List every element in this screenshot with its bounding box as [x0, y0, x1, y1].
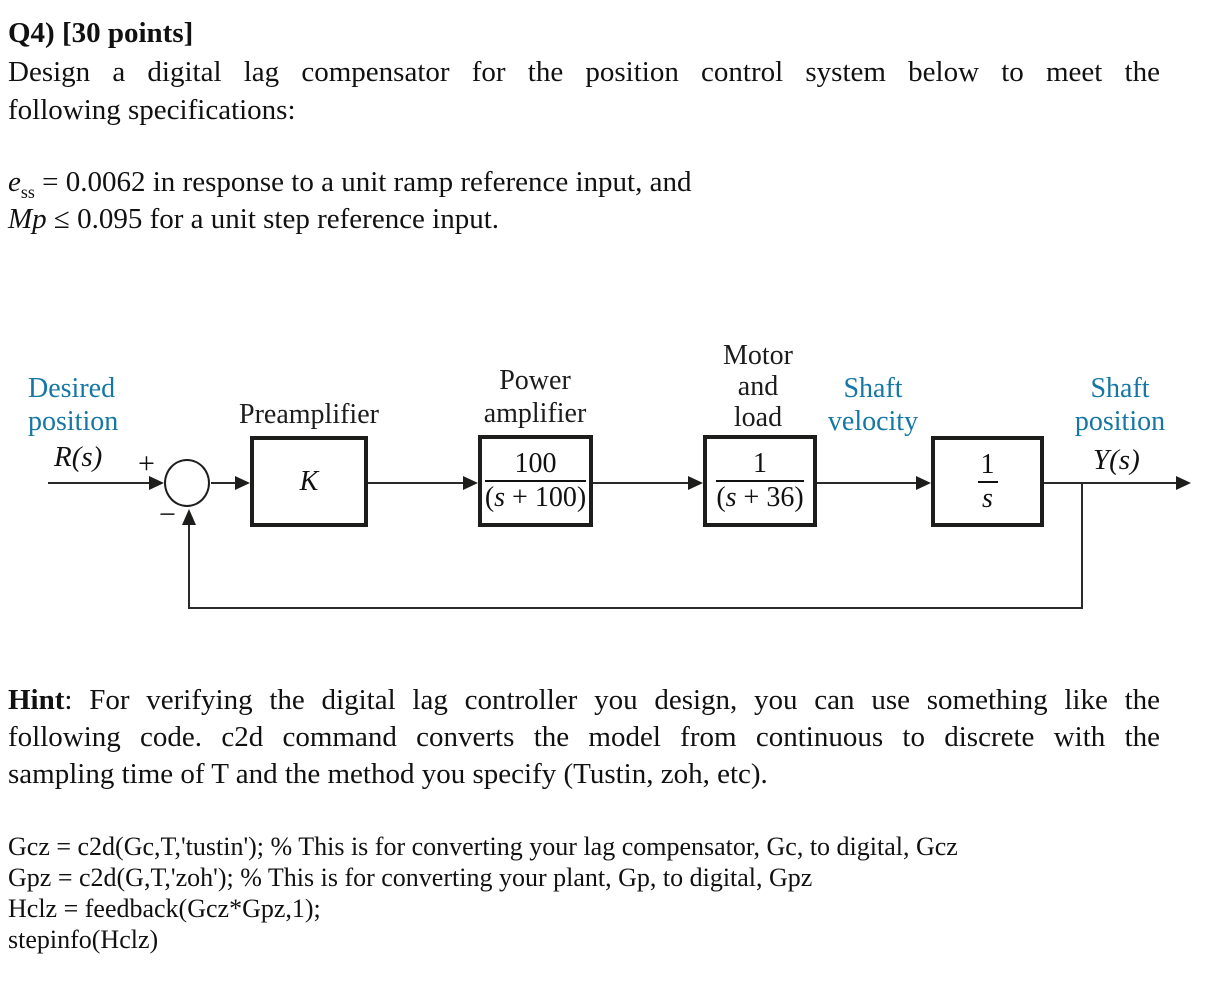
code-line-2: Gpz = c2d(G,T,'zoh'); % This is for conv… — [8, 863, 813, 892]
integrator-input-arrow — [916, 476, 931, 490]
integrator-block: 1 s — [931, 436, 1044, 527]
preamp-block: K — [250, 436, 368, 527]
sum-junction — [164, 459, 210, 507]
feedback-tap-line — [1081, 483, 1083, 609]
rs-label: R(s) — [54, 441, 103, 473]
motor-tf: 1 (s + 36) — [716, 448, 804, 513]
ys-label: Y(s) — [1093, 444, 1140, 476]
output-line — [1044, 482, 1177, 484]
code-line-3: Hclz = feedback(Gcz*Gpz,1); — [8, 894, 321, 923]
sum-to-preamp-line — [211, 482, 237, 484]
ess-symbol: e — [8, 166, 21, 198]
preamplifier-label: Preamplifier — [239, 399, 379, 430]
shaft-position-label: Shaft position — [1074, 373, 1166, 437]
hint-line-2: following code. c2d command converts the… — [8, 721, 1160, 753]
power-amplifier-label: Power amplifier — [483, 365, 587, 429]
motor-block: 1 (s + 36) — [703, 435, 817, 527]
motor-to-integrator-line — [817, 482, 918, 484]
shaft-velocity-label: Shaft velocity — [827, 373, 919, 437]
feedback-return-line — [188, 524, 190, 608]
mp-text: ≤ 0.095 for a unit step reference input. — [46, 203, 500, 235]
plus-sign: + — [138, 447, 155, 480]
mp-symbol: Mp — [8, 203, 47, 235]
poweramp-to-motor-line — [593, 482, 690, 484]
feedback-up-arrow — [182, 509, 196, 525]
intro-line-1: Design a digital lag compensator for the… — [8, 56, 1160, 88]
question-title: Q4) [30 points] — [8, 17, 194, 49]
input-line — [48, 482, 153, 484]
hint-line-1: Hint: For verifying the digital lag cont… — [8, 684, 1160, 716]
hint-label: Hint — [8, 684, 65, 716]
spec-mp: Mp ≤ 0.095 for a unit step reference inp… — [8, 200, 499, 238]
spec-ess: ess = 0.0062 in response to a unit ramp … — [8, 163, 691, 211]
code-line-1: Gcz = c2d(Gc,T,'tustin'); % This is for … — [8, 832, 958, 861]
block-diagram: Desired position Preamplifier Power ampl… — [28, 340, 1191, 609]
desired-position-label: Desired position — [28, 373, 119, 437]
intro-line-2: following specifications: — [8, 94, 296, 126]
feedback-bottom-line — [188, 607, 1083, 609]
hint-line-3: sampling time of T and the method you sp… — [8, 758, 768, 790]
power-amp-tf: 100 (s + 100) — [484, 448, 587, 513]
preamp-to-poweramp-line — [368, 482, 465, 484]
poweramp-input-arrow — [463, 476, 478, 490]
minus-sign: − — [159, 498, 176, 531]
integrator-tf: 1 s — [977, 449, 998, 515]
output-arrow — [1176, 476, 1191, 490]
motor-load-label: Motor and load — [723, 340, 793, 433]
power-amp-block: 100 (s + 100) — [478, 435, 593, 527]
preamp-input-arrow — [235, 476, 250, 490]
ess-subscript: ss — [20, 181, 35, 202]
preamp-gain: K — [299, 465, 319, 497]
motor-input-arrow — [688, 476, 703, 490]
input-arrow — [149, 476, 164, 490]
code-line-4: stepinfo(Hclz) — [8, 925, 159, 954]
ess-text: = 0.0062 in response to a unit ramp refe… — [34, 166, 692, 198]
